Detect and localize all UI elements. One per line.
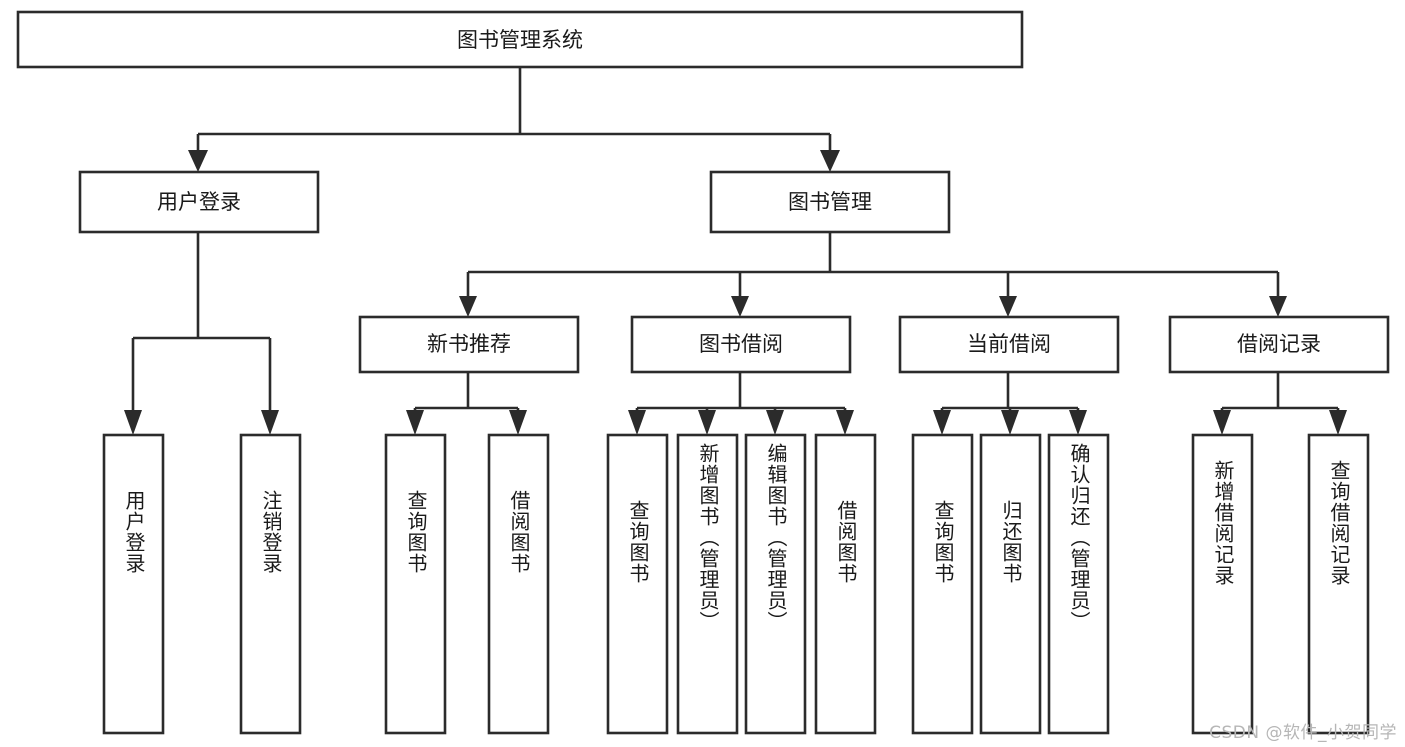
node-book-borrow-box[interactable] bbox=[630, 315, 852, 374]
node-leaf-query-book-1-box[interactable] bbox=[384, 433, 447, 735]
node-leaf-query-book-2-label-wrap: 查询图书 bbox=[608, 500, 667, 730]
node-new-book-rec-box[interactable] bbox=[358, 315, 580, 374]
node-new-book-rec-label: 新书推荐 bbox=[427, 332, 511, 356]
arrow-head-borrow-record bbox=[1269, 296, 1287, 317]
node-leaf-borrow-book-2-label: 借阅图书 bbox=[834, 500, 858, 584]
node-current-borrow-box[interactable] bbox=[898, 315, 1120, 374]
arrow-head-leaf-return-book bbox=[1001, 410, 1019, 435]
node-leaf-add-book-box[interactable] bbox=[676, 433, 739, 735]
node-leaf-borrow-book-1-label-wrap: 借阅图书 bbox=[489, 490, 548, 730]
node-leaf-borrow-book-1-box[interactable] bbox=[487, 433, 550, 735]
node-leaf-borrow-book-2-box[interactable] bbox=[814, 433, 877, 735]
node-leaf-edit-book-box[interactable] bbox=[744, 433, 807, 735]
arrow-head-leaf-borrow-book-1 bbox=[509, 410, 527, 435]
arrow-head-leaf-query-book-1 bbox=[406, 410, 424, 435]
arrow-head-book-borrow bbox=[731, 296, 749, 317]
node-leaf-confirm-return-box[interactable] bbox=[1047, 433, 1110, 735]
node-leaf-borrow-book-2-label-wrap: 借阅图书 bbox=[816, 500, 875, 730]
arrow-head-leaf-edit-book bbox=[766, 410, 784, 435]
arrow-head-leaf-query-book-3 bbox=[933, 410, 951, 435]
arrow-head-leaf-query-book-2 bbox=[628, 410, 646, 435]
node-leaf-add-record-box[interactable] bbox=[1191, 433, 1254, 735]
node-leaf-query-record-box[interactable] bbox=[1307, 433, 1370, 735]
node-leaf-query-book-3-label-wrap: 查询图书 bbox=[913, 500, 972, 730]
node-leaf-query-record-label-wrap: 查询借阅记录 bbox=[1309, 460, 1368, 730]
node-leaf-borrow-book-1-label: 借阅图书 bbox=[507, 490, 531, 574]
node-leaf-return-book-label-wrap: 归还图书 bbox=[981, 500, 1040, 730]
arrow-head-book-manage bbox=[820, 150, 840, 172]
node-leaf-user-login-box[interactable] bbox=[102, 433, 165, 735]
node-leaf-logout-label: 注销登录 bbox=[259, 490, 283, 574]
node-leaf-add-record-label: 新增借阅记录 bbox=[1211, 460, 1235, 586]
node-leaf-confirm-return-label: 确认归还（管理员） bbox=[1067, 443, 1091, 632]
node-leaf-query-book-2-box[interactable] bbox=[606, 433, 669, 735]
node-leaf-user-login-label-wrap: 用户登录 bbox=[104, 490, 163, 730]
node-leaf-query-book-1-label-wrap: 查询图书 bbox=[386, 490, 445, 730]
node-leaf-add-record-label-wrap: 新增借阅记录 bbox=[1193, 460, 1252, 730]
node-leaf-confirm-return-label-wrap: 确认归还（管理员） bbox=[1049, 443, 1108, 731]
node-root-box[interactable] bbox=[16, 10, 1024, 69]
node-borrow-record-box[interactable] bbox=[1168, 315, 1390, 374]
node-book-borrow-label: 图书借阅 bbox=[699, 332, 783, 356]
arrow-head-new-book-rec bbox=[459, 296, 477, 317]
node-book-manage-label: 图书管理 bbox=[788, 190, 872, 214]
arrow-head-leaf-query-record bbox=[1329, 410, 1347, 435]
node-book-manage-box[interactable] bbox=[709, 170, 951, 234]
node-leaf-logout-label-wrap: 注销登录 bbox=[241, 490, 300, 730]
node-leaf-user-login-label: 用户登录 bbox=[122, 490, 146, 574]
node-leaf-logout-box[interactable] bbox=[239, 433, 302, 735]
node-root-label: 图书管理系统 bbox=[457, 28, 583, 52]
node-current-borrow-label: 当前借阅 bbox=[967, 332, 1051, 356]
arrow-head-leaf-logout bbox=[261, 410, 279, 435]
arrow-head-user-login bbox=[188, 150, 208, 172]
node-leaf-query-book-1-label: 查询图书 bbox=[404, 490, 428, 574]
arrow-head-leaf-user-login bbox=[124, 410, 142, 435]
arrow-head-leaf-add-book bbox=[698, 410, 716, 435]
node-leaf-return-book-label: 归还图书 bbox=[999, 500, 1023, 584]
arrow-head-leaf-borrow-book-2 bbox=[836, 410, 854, 435]
node-leaf-query-book-3-label: 查询图书 bbox=[931, 500, 955, 584]
node-leaf-edit-book-label-wrap: 编辑图书（管理员） bbox=[746, 443, 805, 731]
node-leaf-edit-book-label: 编辑图书（管理员） bbox=[764, 443, 788, 632]
node-user-login-box[interactable] bbox=[78, 170, 320, 234]
node-layer: 图书管理系统 用户登录 图书管理 新书推荐 图书借阅 当前借阅 借阅记录 bbox=[16, 10, 1390, 735]
node-leaf-query-record-label: 查询借阅记录 bbox=[1327, 460, 1351, 586]
node-leaf-query-book-2-label: 查询图书 bbox=[626, 500, 650, 584]
connector-layer bbox=[124, 67, 1347, 435]
csdn-watermark: CSDN @软件_小贺同学 bbox=[1209, 723, 1397, 743]
arrow-head-leaf-confirm-return bbox=[1069, 410, 1087, 435]
node-leaf-return-book-box[interactable] bbox=[979, 433, 1042, 735]
node-leaf-add-book-label: 新增图书（管理员） bbox=[696, 443, 720, 632]
arrow-head-leaf-add-record bbox=[1213, 410, 1231, 435]
arrow-head-current-borrow bbox=[999, 296, 1017, 317]
node-user-login-label: 用户登录 bbox=[157, 190, 241, 214]
node-leaf-query-book-3-box[interactable] bbox=[911, 433, 974, 735]
node-borrow-record-label: 借阅记录 bbox=[1237, 332, 1321, 356]
node-leaf-add-book-label-wrap: 新增图书（管理员） bbox=[678, 443, 737, 731]
